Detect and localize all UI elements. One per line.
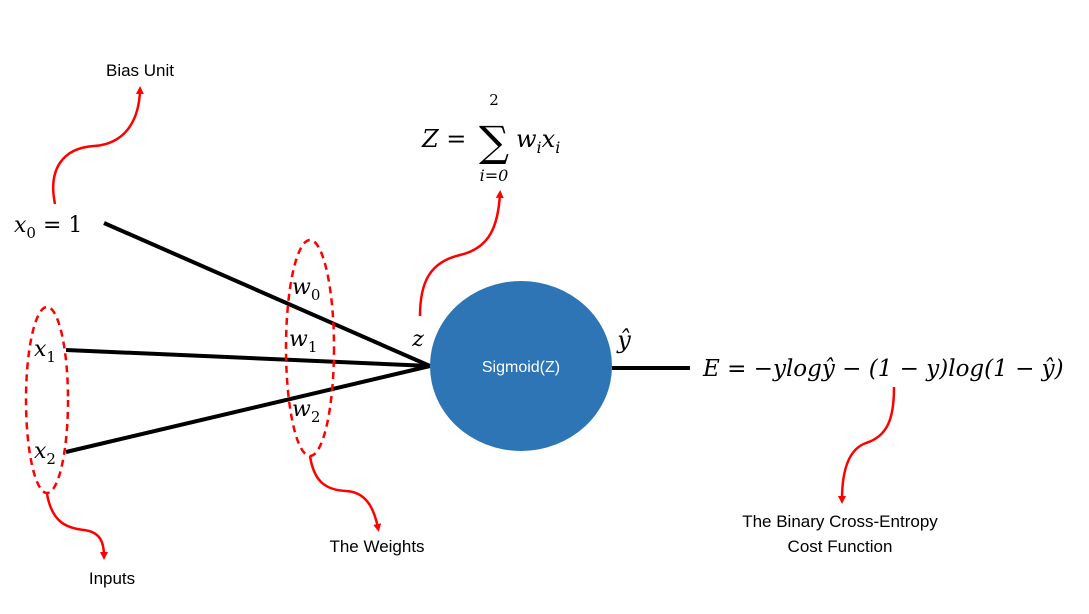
x2-subscript: 2: [46, 450, 56, 468]
bias-unit-label: Bias Unit: [106, 61, 174, 80]
sigmoid-node: [430, 281, 612, 451]
cost-function-label-line2: Cost Function: [788, 537, 893, 556]
cost-equation: E = −ylogŷ − (1 − y)log(1 − ŷ): [702, 356, 1064, 382]
sum-x-subscript: i: [555, 138, 560, 157]
w2-expression: w2: [292, 397, 320, 426]
w1-var: w: [289, 327, 308, 352]
cost-function-label-line1: The Binary Cross-Entropy: [742, 512, 938, 531]
w2-subscript: 2: [311, 408, 321, 426]
x0-rhs: = 1: [36, 213, 82, 238]
edge-x0-to-node: [103, 221, 431, 368]
inputs-arrow: [45, 493, 108, 560]
edge-x2-to-node: [65, 364, 431, 454]
edge-x1-to-node: [65, 348, 431, 368]
sum-w: w: [516, 125, 537, 153]
weights-arrow: [308, 455, 382, 532]
y-hat-label: ŷ: [616, 326, 631, 354]
inputs-label: Inputs: [89, 569, 135, 588]
x1-var: x: [34, 337, 47, 362]
x1-expression: x1: [34, 337, 56, 366]
sum-lhs: Z =: [421, 125, 466, 153]
x0-subscript: 0: [26, 224, 36, 242]
x2-expression: x2: [34, 439, 56, 468]
x1-subscript: 1: [46, 348, 56, 366]
sum-upper-limit: 2: [489, 91, 499, 109]
sum-w-subscript: i: [537, 138, 542, 157]
sum-x: x: [542, 125, 556, 153]
sum-lower-limit: i=0: [480, 166, 509, 185]
sum-summand: wixi: [516, 125, 560, 157]
sum-symbol: ∑: [479, 117, 509, 166]
x0-expression: x0 = 1: [14, 213, 82, 242]
w0-subscript: 0: [311, 286, 321, 304]
z-equation-arrow: [418, 190, 504, 317]
bias-unit-arrow: [52, 86, 144, 205]
sigmoid-node-label: Sigmoid(Z): [482, 359, 560, 376]
z-input-label: z: [411, 327, 424, 352]
w0-expression: w0: [292, 275, 320, 304]
w1-expression: w1: [289, 327, 317, 356]
w0-var: w: [292, 275, 311, 300]
x2-var: x: [34, 439, 47, 464]
cost-function-arrow: [838, 386, 896, 504]
weights-label: The Weights: [329, 537, 424, 556]
inputs-group-outline: [24, 305, 70, 495]
w1-subscript: 1: [308, 338, 318, 356]
w2-var: w: [292, 397, 311, 422]
x0-var: x: [14, 213, 27, 238]
